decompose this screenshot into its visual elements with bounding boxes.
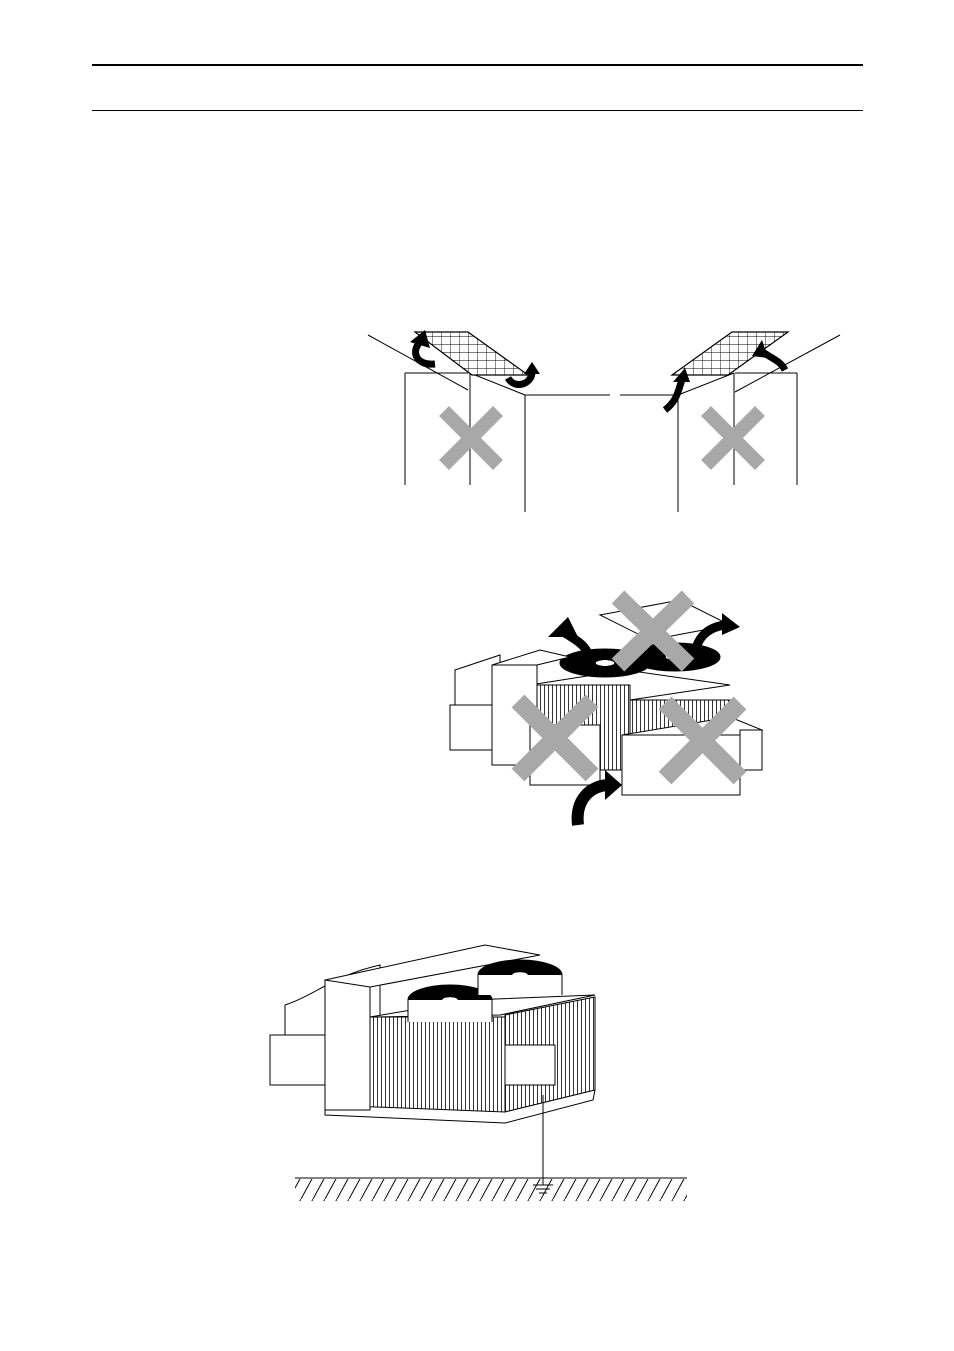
ground-surface	[295, 1178, 687, 1201]
figure-wall-recirculation	[360, 320, 850, 520]
wall-recirculation-drawing	[360, 320, 850, 520]
header-rule-top	[92, 64, 863, 66]
grounding-drawing	[265, 935, 695, 1210]
obstructed-airflow-drawing	[440, 585, 780, 830]
prohibited-x-icon	[444, 411, 498, 465]
figure-outdoor-unit-grounding	[265, 935, 695, 1210]
prohibited-x-icon	[706, 411, 760, 465]
header-rule-bottom	[92, 110, 863, 111]
figure-obstructed-airflow	[440, 585, 780, 830]
